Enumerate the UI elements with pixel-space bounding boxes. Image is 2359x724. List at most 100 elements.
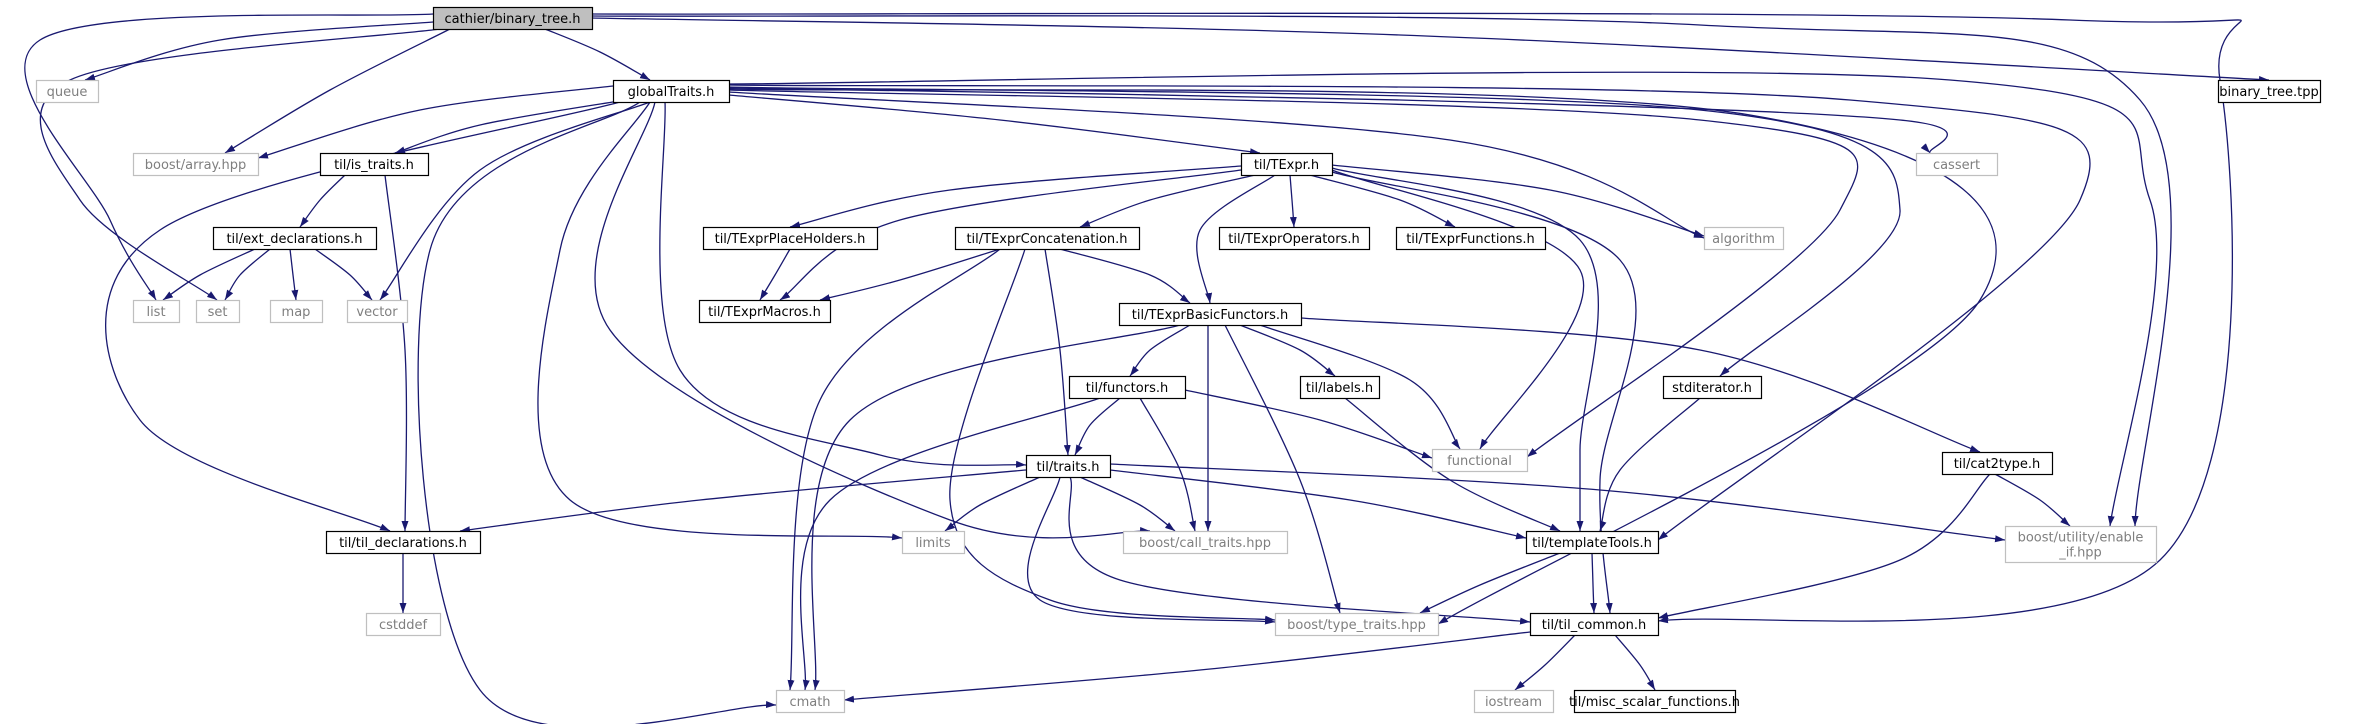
edge-phold-to-macros bbox=[759, 248, 791, 301]
node-label-cmath: cmath bbox=[789, 695, 830, 710]
node-label-isTraits: til/is_traits.h bbox=[334, 158, 414, 173]
node-label-list: list bbox=[146, 305, 165, 320]
node-label-set: set bbox=[208, 305, 228, 320]
node-tilCommon[interactable]: til/til_common.h bbox=[1529, 612, 1660, 637]
node-box-tilCommon bbox=[1529, 612, 1660, 637]
edge-concat-to-cmath bbox=[787, 248, 1001, 691]
node-macros[interactable]: til/TExprMacros.h bbox=[698, 299, 832, 324]
edge-texpr-to-macros bbox=[779, 169, 1242, 301]
node-tilDecl[interactable]: til/til_declarations.h bbox=[325, 530, 482, 555]
node-box-concat bbox=[954, 226, 1141, 251]
node-concat[interactable]: til/TExprConcatenation.h bbox=[954, 226, 1141, 251]
node-cat2type[interactable]: til/cat2type.h bbox=[1941, 451, 2054, 476]
node-cstddef: cstddef bbox=[365, 612, 442, 637]
node-box-cat2type bbox=[1941, 451, 2054, 476]
node-stditer[interactable]: stditerator.h bbox=[1662, 375, 1763, 400]
node-box-functors bbox=[1068, 375, 1187, 400]
node-label-cat2type: til/cat2type.h bbox=[1954, 457, 2041, 472]
edge-global-to-enableIf bbox=[728, 71, 2158, 527]
node-label-misc: til/misc_scalar_functions.h bbox=[1569, 695, 1740, 710]
node-label-concat: til/TExprConcatenation.h bbox=[966, 232, 1127, 247]
node-label-tilDecl: til/til_declarations.h bbox=[339, 536, 467, 551]
node-root[interactable]: cathier/binary_tree.h bbox=[432, 6, 594, 31]
edge-texpr-to-functional bbox=[1331, 169, 1585, 450]
node-label-oper: til/TExprOperators.h bbox=[1228, 232, 1359, 247]
edge-extDecl-to-list bbox=[162, 248, 256, 301]
node-label-stditer: stditerator.h bbox=[1672, 381, 1752, 396]
edge-global-to-cmath bbox=[417, 101, 777, 724]
node-phold[interactable]: til/TExprPlaceHolders.h bbox=[702, 226, 879, 251]
node-box-algorithm bbox=[1703, 226, 1785, 251]
edge-tilCommon-to-cmath bbox=[843, 631, 1531, 703]
edge-basic-to-typeTraits bbox=[1224, 324, 1341, 614]
node-oper[interactable]: til/TExprOperators.h bbox=[1218, 226, 1371, 251]
node-box-cstddef bbox=[365, 612, 442, 637]
edge-global-to-barray bbox=[257, 85, 614, 159]
node-traits[interactable]: til/traits.h bbox=[1025, 454, 1112, 479]
node-label-tilCommon: til/til_common.h bbox=[1542, 618, 1647, 633]
node-box-list bbox=[132, 299, 181, 324]
node-func[interactable]: til/TExprFunctions.h bbox=[1395, 226, 1547, 251]
node-label-barray: boost/array.hpp bbox=[145, 158, 247, 173]
node-bintpp[interactable]: binary_tree.tpp bbox=[2217, 79, 2322, 104]
edge-global-to-limits bbox=[537, 101, 903, 541]
node-label-enableIf: boost/utility/enable bbox=[2018, 531, 2144, 546]
edges-layer bbox=[24, 12, 2270, 724]
node-basic[interactable]: til/TExprBasicFunctors.h bbox=[1118, 302, 1303, 327]
node-box-misc bbox=[1573, 689, 1737, 714]
edge-concat-to-traits bbox=[1044, 248, 1071, 456]
node-box-phold bbox=[702, 226, 879, 251]
edge-traits-to-tilCommon bbox=[1068, 476, 1531, 625]
edge-root-to-barray bbox=[224, 28, 451, 154]
node-labels[interactable]: til/labels.h bbox=[1299, 375, 1381, 400]
edge-texpr-to-oper bbox=[1289, 174, 1297, 228]
node-box-map bbox=[269, 299, 324, 324]
node-label-functors: til/functors.h bbox=[1086, 381, 1168, 396]
node-global[interactable]: globalTraits.h bbox=[612, 79, 731, 104]
edge-basic-to-labels bbox=[1239, 324, 1336, 377]
edge-concat-to-basic bbox=[1059, 248, 1191, 304]
node-box-basic bbox=[1118, 302, 1303, 327]
edge-cat2type-to-enableIf bbox=[1994, 473, 2071, 527]
node-box-limits bbox=[901, 530, 966, 555]
node-box-traits bbox=[1025, 454, 1112, 479]
node-isTraits[interactable]: til/is_traits.h bbox=[319, 152, 430, 177]
node-box-texpr bbox=[1240, 152, 1334, 177]
node-tmpl[interactable]: til/templateTools.h bbox=[1525, 530, 1660, 555]
node-cassert: cassert bbox=[1915, 152, 1999, 177]
edge-texpr-to-basic bbox=[1196, 174, 1276, 304]
edge-traits-to-callTraits bbox=[1079, 476, 1176, 532]
node-algorithm: algorithm bbox=[1703, 226, 1785, 251]
edge-traits-to-tmpl bbox=[1109, 469, 1527, 540]
node-barray: boost/array.hpp bbox=[132, 152, 260, 177]
edge-texpr-to-tmpl bbox=[1331, 167, 1599, 531]
node-misc[interactable]: til/misc_scalar_functions.h bbox=[1569, 689, 1740, 714]
node-box-extDecl bbox=[212, 226, 378, 251]
edge-basic-to-functors bbox=[1129, 324, 1191, 377]
node-functors[interactable]: til/functors.h bbox=[1068, 375, 1187, 400]
edge-functors-to-functional bbox=[1184, 389, 1433, 459]
node-label-bintpp: binary_tree.tpp bbox=[2219, 85, 2319, 100]
node-extDecl[interactable]: til/ext_declarations.h bbox=[212, 226, 378, 251]
node-label-algorithm: algorithm bbox=[1712, 232, 1775, 247]
edge-isTraits-to-extDecl bbox=[299, 174, 346, 228]
node-label-tmpl: til/templateTools.h bbox=[1532, 536, 1652, 551]
edge-extDecl-to-map bbox=[289, 248, 299, 301]
node-texpr[interactable]: til/TExpr.h bbox=[1240, 152, 1334, 177]
edge-texpr-to-phold bbox=[789, 165, 1242, 229]
edge-functors-to-callTraits bbox=[1139, 397, 1197, 532]
node-enableIf: boost/utility/enable_if.hpp bbox=[2004, 525, 2158, 564]
edge-global-to-functional bbox=[728, 89, 1859, 458]
node-box-typeTraits bbox=[1274, 612, 1440, 637]
edge-isTraits-to-tilDecl bbox=[384, 174, 409, 532]
node-label-traits: til/traits.h bbox=[1037, 460, 1100, 475]
edge-texpr-to-concat bbox=[1079, 174, 1256, 228]
node-label-cassert: cassert bbox=[1933, 158, 1980, 173]
edge-traits-to-limits bbox=[944, 476, 1041, 532]
edge-traits-to-tilDecl bbox=[459, 469, 1027, 534]
node-box-vector bbox=[346, 299, 409, 324]
edge-root-to-enableIf bbox=[591, 15, 2172, 527]
edge-root-to-list bbox=[24, 13, 434, 301]
node-label-extDecl: til/ext_declarations.h bbox=[226, 232, 362, 247]
